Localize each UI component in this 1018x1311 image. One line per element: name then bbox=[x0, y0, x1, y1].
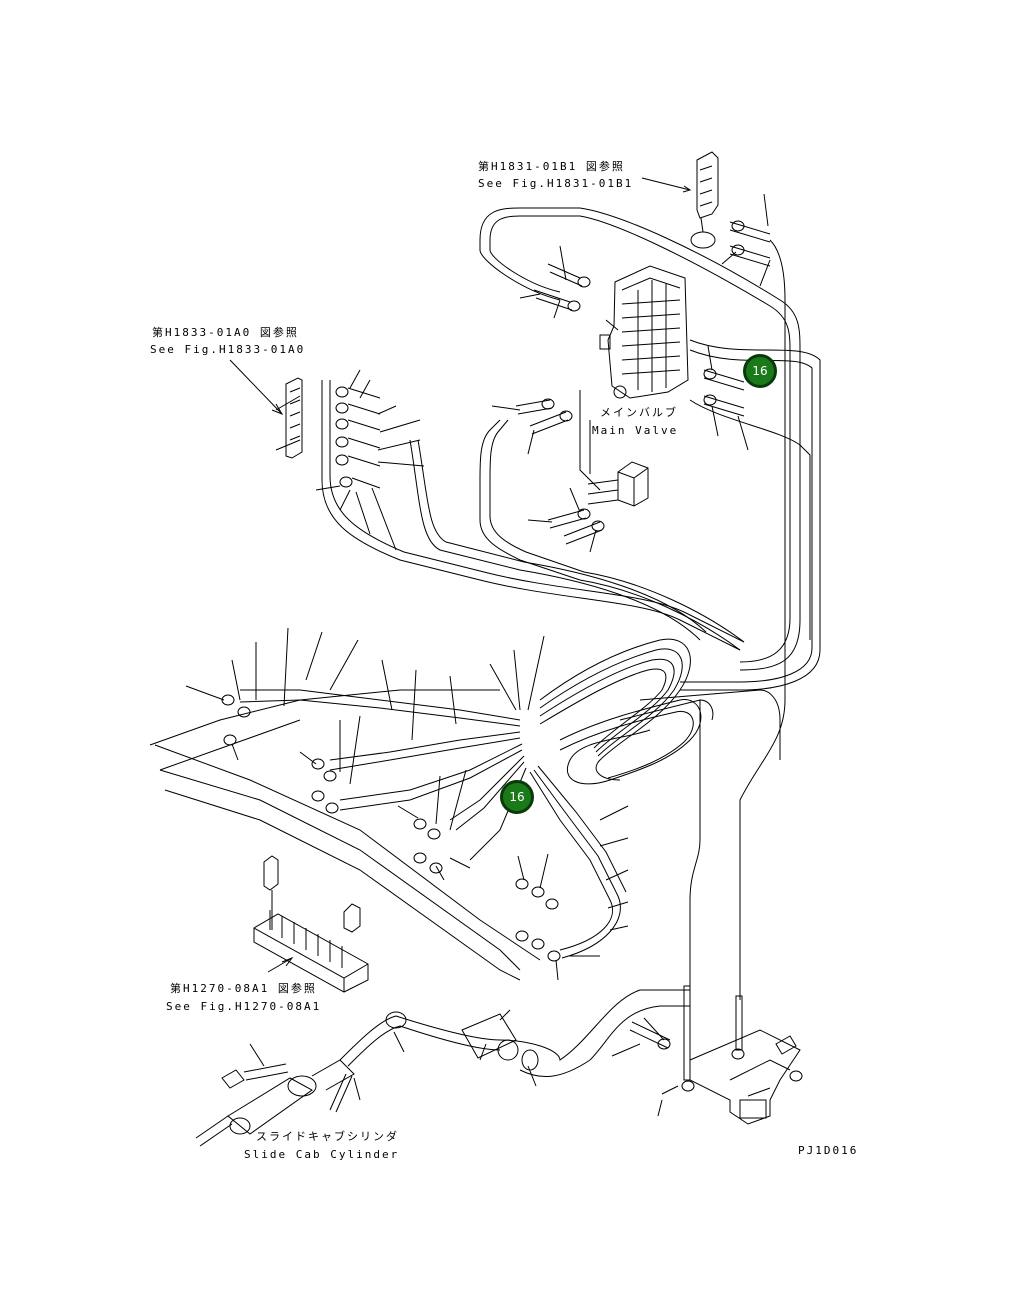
leader-lines bbox=[185, 193, 771, 1117]
ref-lower-manifold-jp: 第H1270-08A1 図参照 bbox=[170, 982, 317, 995]
ref-lower-manifold-en: See Fig.H1270-08A1 bbox=[166, 1000, 322, 1013]
part-callout-marker[interactable]: 16 bbox=[500, 780, 534, 814]
left-manifold-part bbox=[229, 359, 303, 459]
lower-hose-fan bbox=[149, 689, 627, 981]
main-valve-label-en: Main Valve bbox=[592, 424, 679, 437]
pilot-valve-part bbox=[641, 151, 719, 249]
ref-left-block-jp: 第H1833-01A0 図参照 bbox=[152, 326, 299, 339]
part-callout-marker[interactable]: 16 bbox=[743, 354, 777, 388]
slide-cab-cylinder-part bbox=[195, 989, 690, 1147]
main-valve-label-jp: メインバルブ bbox=[600, 406, 678, 419]
ref-pilot-valve-en: See Fig.H1831-01B1 bbox=[478, 177, 634, 190]
slide-cab-cylinder-label-jp: スライドキャブシリンダ bbox=[256, 1130, 399, 1143]
slide-cab-cylinder-label-en: Slide Cab Cylinder bbox=[244, 1148, 400, 1161]
main-valve-part bbox=[599, 265, 689, 399]
figure-code: PJ1D016 bbox=[798, 1144, 859, 1157]
branch-block-part bbox=[587, 461, 649, 507]
central-hose-bundle bbox=[539, 638, 781, 785]
lower-manifold-part bbox=[253, 855, 369, 993]
upper-hose-bundle bbox=[479, 207, 821, 691]
ref-pilot-valve-jp: 第H1831-01B1 図参照 bbox=[478, 160, 625, 173]
reference-arrows bbox=[605, 319, 619, 331]
hose-fittings bbox=[221, 220, 771, 962]
ref-left-block-en: See Fig.H1833-01A0 bbox=[150, 343, 306, 356]
vertical-hose-run bbox=[689, 239, 786, 1000]
selector-valve-part bbox=[629, 985, 803, 1125]
left-hose-bundle bbox=[321, 380, 745, 651]
